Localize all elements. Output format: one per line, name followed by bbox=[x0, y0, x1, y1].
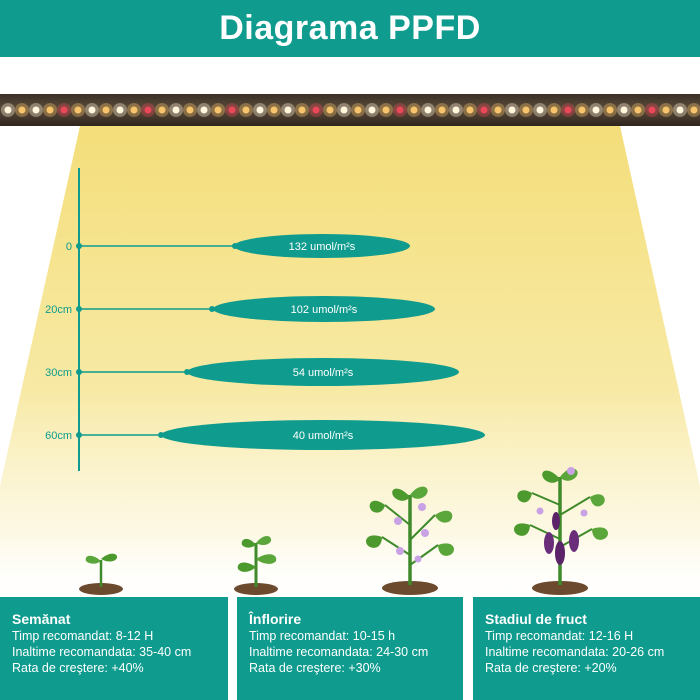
led-chip bbox=[466, 106, 474, 114]
ppfd-value: 40 umol/m²s bbox=[293, 430, 354, 442]
leader-dot bbox=[209, 306, 215, 312]
ppfd-value: 132 umol/m²s bbox=[289, 241, 356, 253]
led-chip bbox=[494, 106, 502, 114]
led-chip bbox=[550, 106, 558, 114]
flowering-plant-icon bbox=[366, 486, 454, 595]
led-chip bbox=[242, 106, 250, 114]
led-chip bbox=[46, 106, 54, 114]
led-chip bbox=[228, 106, 236, 114]
led-chip bbox=[186, 106, 194, 114]
stage-time: Timp recomandat: 8-12 H bbox=[12, 629, 154, 643]
distance-label: 0 bbox=[66, 241, 72, 253]
ppfd-row: 30cm 54 umol/m²s bbox=[45, 358, 459, 386]
led-strip-leds bbox=[1, 103, 700, 117]
led-chip bbox=[410, 106, 418, 114]
led-chip bbox=[214, 106, 222, 114]
stage-title: Înflorire bbox=[249, 611, 302, 627]
led-chip bbox=[564, 106, 572, 114]
distance-label: 20cm bbox=[45, 304, 72, 316]
stage-time: Timp recomandat: 10-15 h bbox=[249, 629, 396, 643]
led-chip bbox=[396, 106, 404, 114]
led-chip bbox=[592, 106, 600, 114]
led-chip bbox=[382, 106, 390, 114]
led-chip bbox=[508, 106, 516, 114]
led-chip bbox=[172, 106, 180, 114]
led-chip bbox=[32, 106, 40, 114]
led-chip bbox=[676, 106, 684, 114]
plants-row bbox=[79, 467, 608, 595]
led-chip bbox=[130, 106, 138, 114]
led-chip bbox=[662, 106, 670, 114]
stage-panels: Semănat Timp recomandat: 8-12 H Inaltime… bbox=[0, 597, 700, 700]
led-chip bbox=[480, 106, 488, 114]
ppfd-ellipse bbox=[213, 296, 435, 322]
stage-title: Semănat bbox=[12, 611, 71, 627]
led-chip bbox=[536, 106, 544, 114]
stage-panel-flowering: Înflorire Timp recomandat: 10-15 h Inalt… bbox=[237, 597, 463, 700]
stage-title: Stadiul de fruct bbox=[485, 611, 587, 627]
header-bar: Diagrama PPFD bbox=[0, 0, 700, 57]
ppfd-value: 54 umol/m²s bbox=[293, 367, 354, 379]
ppfd-diagram: 0 132 umol/m²s 20cm 102 umol/m²s 30cm 54… bbox=[0, 126, 700, 606]
young-plant-icon bbox=[234, 536, 278, 595]
stage-height: Inaltime recomandata: 20-26 cm bbox=[485, 645, 665, 659]
led-chip bbox=[634, 106, 642, 114]
ppfd-row: 0 132 umol/m²s bbox=[66, 234, 410, 258]
led-chip bbox=[270, 106, 278, 114]
led-chip bbox=[606, 106, 614, 114]
led-chip bbox=[312, 106, 320, 114]
distance-label: 60cm bbox=[45, 430, 72, 442]
ppfd-row: 60cm 40 umol/m²s bbox=[45, 420, 485, 450]
page-title: Diagrama PPFD bbox=[219, 9, 481, 47]
ppfd-value: 102 umol/m²s bbox=[291, 304, 358, 316]
led-chip bbox=[4, 106, 12, 114]
distance-label: 30cm bbox=[45, 367, 72, 379]
led-chip bbox=[452, 106, 460, 114]
led-chip bbox=[102, 106, 110, 114]
stage-panel-seeding: Semănat Timp recomandat: 8-12 H Inaltime… bbox=[0, 597, 228, 700]
led-chip bbox=[690, 106, 698, 114]
ppfd-ellipse bbox=[234, 234, 410, 258]
led-chip bbox=[18, 106, 26, 114]
led-chip bbox=[578, 106, 586, 114]
led-chip bbox=[340, 106, 348, 114]
led-chip bbox=[116, 106, 124, 114]
stage-height: Inaltime recomandata: 35-40 cm bbox=[12, 645, 192, 659]
stage-time: Timp recomandat: 12-16 H bbox=[485, 629, 634, 643]
led-chip bbox=[200, 106, 208, 114]
stage-panel-fruiting: Stadiul de fruct Timp recomandat: 12-16 … bbox=[473, 597, 700, 700]
seedling-icon bbox=[79, 553, 123, 595]
stage-growth: Rata de creştere: +40% bbox=[12, 661, 144, 675]
ppfd-ellipse bbox=[161, 420, 485, 450]
led-chip bbox=[74, 106, 82, 114]
stage-growth: Rata de creştere: +20% bbox=[485, 661, 617, 675]
led-chip bbox=[648, 106, 656, 114]
led-chip bbox=[284, 106, 292, 114]
led-chip bbox=[368, 106, 376, 114]
led-chip bbox=[438, 106, 446, 114]
led-strip-icon bbox=[0, 94, 700, 126]
ppfd-ellipse bbox=[187, 358, 459, 386]
led-chip bbox=[298, 106, 306, 114]
ppfd-row: 20cm 102 umol/m²s bbox=[45, 296, 435, 322]
led-chip bbox=[256, 106, 264, 114]
led-chip bbox=[144, 106, 152, 114]
led-chip bbox=[158, 106, 166, 114]
stage-height: Inaltime recomandata: 24-30 cm bbox=[249, 645, 429, 659]
led-chip bbox=[620, 106, 628, 114]
led-chip bbox=[424, 106, 432, 114]
fruiting-plant-icon bbox=[514, 467, 608, 595]
stage-growth: Rata de creştere: +30% bbox=[249, 661, 381, 675]
led-chip bbox=[88, 106, 96, 114]
led-chip bbox=[60, 106, 68, 114]
led-chip bbox=[354, 106, 362, 114]
led-chip bbox=[326, 106, 334, 114]
led-chip bbox=[522, 106, 530, 114]
